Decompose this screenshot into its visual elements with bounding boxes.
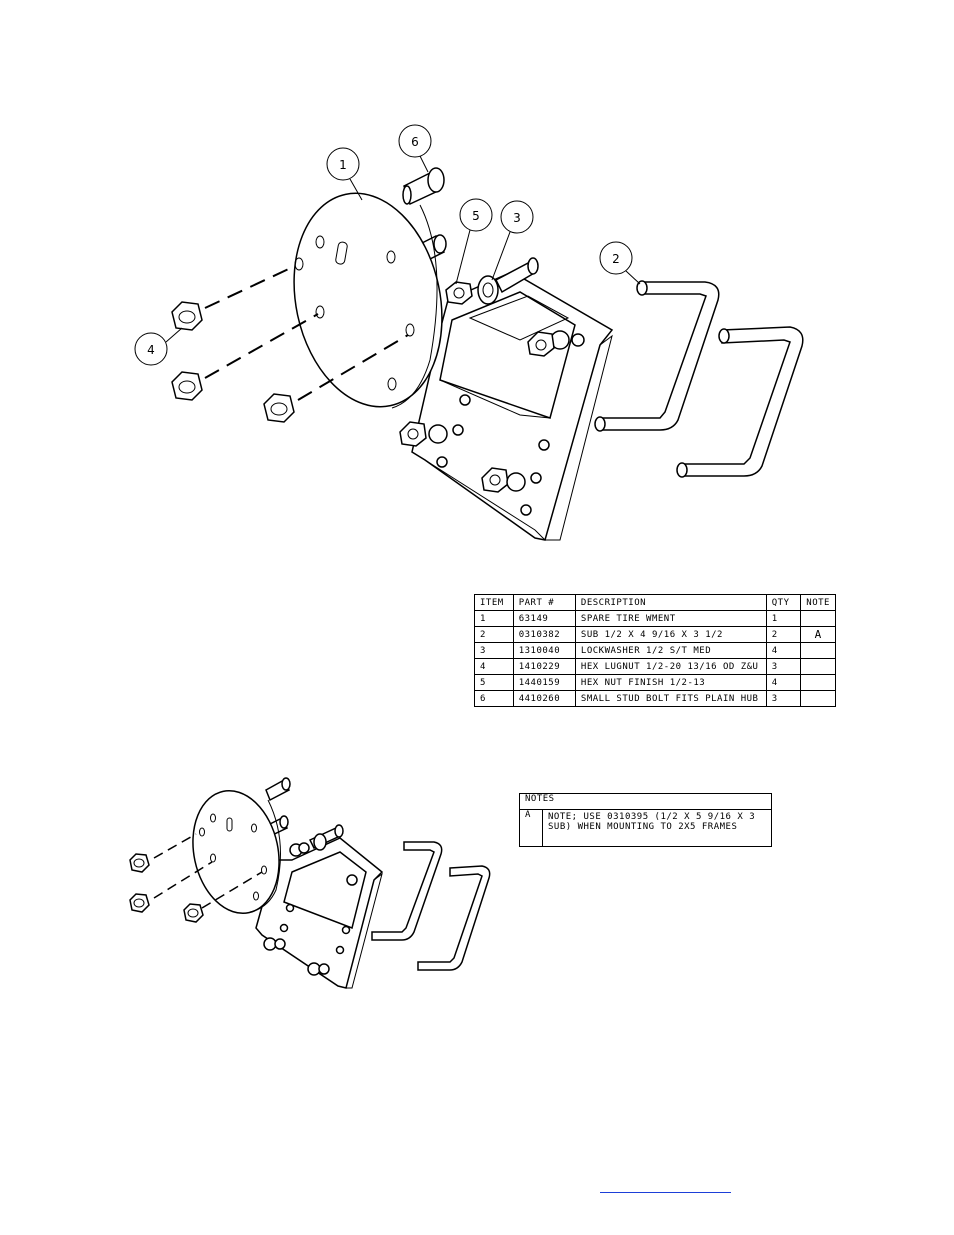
bom-item: 6 [474,690,514,707]
bom-item: 3 [474,642,514,659]
bom-description: HEX LUGNUT 1/2-20 13/16 OD Z&U [574,658,767,675]
notes-header-row: NOTES [519,793,772,810]
bom-note [800,690,836,707]
table-row: 4 1410229 HEX LUGNUT 1/2-20 13/16 OD Z&U… [474,658,836,675]
callouts: 1 6 5 3 2 4 [134,124,641,366]
bom-item: 2 [474,626,514,643]
main-exploded-view: 1 6 5 3 2 4 [134,124,804,541]
bom-note [800,674,836,691]
bom-part: 63149 [512,610,576,627]
notes-header: NOTES [519,793,772,810]
bill-of-materials-table: ITEM PART # DESCRIPTION QTY NOTE 1 63149… [474,594,836,707]
bom-part: 1410229 [512,658,576,675]
note-key: A [519,809,543,847]
bom-part: 1440159 [512,674,576,691]
bom-qty: 3 [765,658,802,675]
bom-description: HEX NUT FINISH 1/2-13 [574,674,767,691]
table-row: 3 1310040 LOCKWASHER 1/2 S/T MED 4 [474,642,836,659]
bracket-plate [411,271,614,541]
small-lug-nuts [129,833,263,923]
callout-6: 6 [411,135,419,149]
bom-item: 1 [474,610,514,627]
small-bracket [255,837,384,989]
bom-description: LOCKWASHER 1/2 S/T MED [574,642,767,659]
table-row: 1 63149 SPARE TIRE WMENT 1 [474,610,836,627]
bom-qty: 4 [765,642,802,659]
bom-qty: 1 [765,610,802,627]
u-bolt-front [594,280,720,432]
bom-header-row: ITEM PART # DESCRIPTION QTY NOTE [474,594,836,611]
bom-note: A [800,626,836,643]
bom-qty: 3 [765,690,802,707]
table-row: 6 4410260 SMALL STUD BOLT FITS PLAIN HUB… [474,690,836,707]
bom-header-qty: QTY [765,594,802,611]
lockwasher-and-studs [402,167,539,305]
bom-part: 0310382 [512,626,576,643]
table-row: 5 1440159 HEX NUT FINISH 1/2-13 4 [474,674,836,691]
small-assembled-view [129,777,491,989]
wheel-plate [293,192,443,409]
u-bolt-rear [676,326,804,478]
bom-header-item: ITEM [474,594,514,611]
note-text: NOTE; USE 0310395 (1/2 X 5 9/16 X 3 SUB)… [542,809,772,847]
callout-5: 5 [472,209,480,223]
table-row: A NOTE; USE 0310395 (1/2 X 5 9/16 X 3 SU… [519,809,772,847]
bom-header-description: DESCRIPTION [574,594,767,611]
bom-item: 5 [474,674,514,691]
bom-item: 4 [474,658,514,675]
bom-note [800,642,836,659]
callout-2: 2 [612,252,620,266]
bom-note [800,658,836,675]
table-row: 2 0310382 SUB 1/2 X 4 9/16 X 3 1/2 2 A [474,626,836,643]
notes-table: NOTES A NOTE; USE 0310395 (1/2 X 5 9/16 … [519,793,772,847]
bom-header-note: NOTE [800,594,836,611]
bom-part: 1310040 [512,642,576,659]
callout-3: 3 [513,211,521,225]
bom-qty: 4 [765,674,802,691]
small-studs [261,777,344,857]
bom-description: SMALL STUD BOLT FITS PLAIN HUB [574,690,767,707]
small-wheel-plate [192,789,281,915]
bom-qty: 2 [765,626,802,643]
bom-header-part: PART # [512,594,576,611]
bracket-nuts [399,281,555,493]
bom-note [800,610,836,627]
bom-part: 4410260 [512,690,576,707]
small-u-bolts [371,841,491,971]
callout-1: 1 [339,158,347,172]
bom-description: SUB 1/2 X 4 9/16 X 3 1/2 [574,626,767,643]
bom-description: SPARE TIRE WMENT [574,610,767,627]
footer-link-underline[interactable] [600,1192,731,1193]
lug-nuts [171,265,409,423]
callout-4: 4 [147,343,155,357]
